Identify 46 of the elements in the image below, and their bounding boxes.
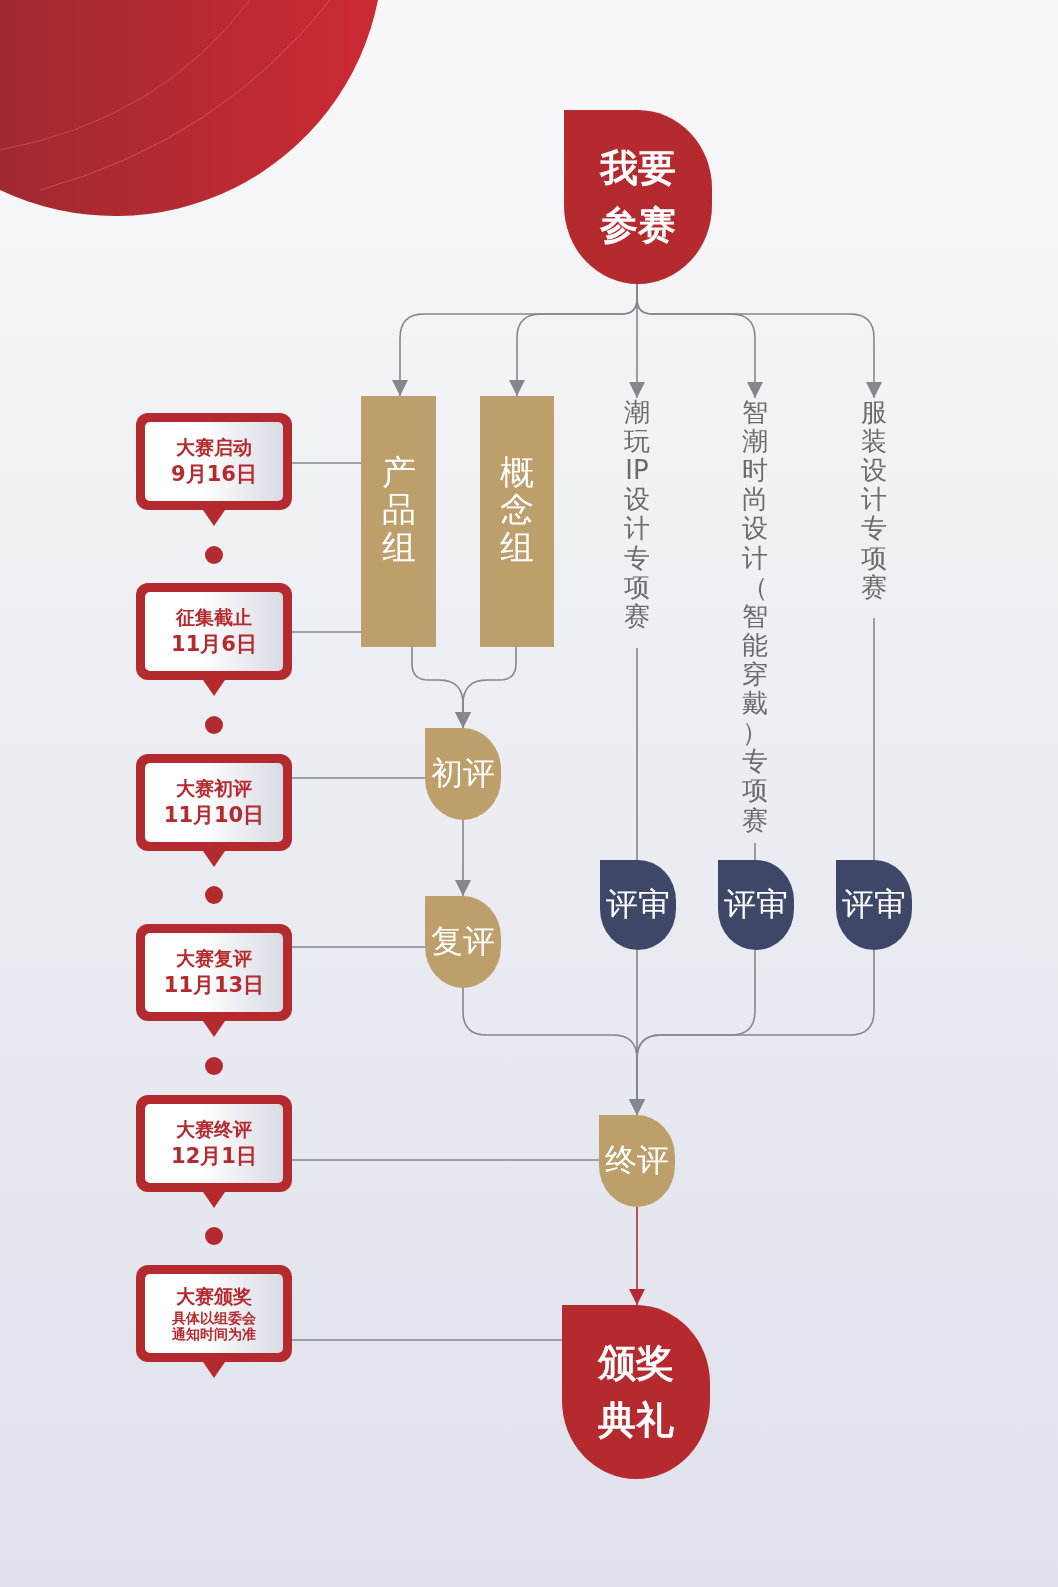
node-label: 评审	[724, 884, 788, 925]
node-label: 评审	[842, 884, 906, 925]
connector-line	[291, 946, 426, 948]
stage-name: 大赛初评	[176, 775, 252, 801]
node-label: 终评	[605, 1140, 669, 1181]
node-label: 颁奖典礼	[596, 1340, 675, 1444]
stage-name: 大赛颁奖	[176, 1283, 252, 1309]
node-label: 产品组	[381, 454, 416, 569]
connector-line	[291, 1159, 600, 1161]
connector-line	[291, 631, 362, 633]
node-label: 评审	[606, 884, 670, 925]
stage-name: 大赛启动	[176, 434, 252, 460]
node-label: 概念组	[500, 454, 534, 569]
stage-date: 12月1日	[171, 1143, 257, 1171]
stage-date: 9月16日	[171, 461, 257, 489]
connector-line	[291, 462, 362, 464]
stage-date: 11月13日	[163, 972, 265, 1000]
stage-name: 征集截止	[176, 604, 252, 630]
connector-line	[636, 647, 638, 861]
stage-name: 大赛终评	[176, 1116, 252, 1142]
arrow	[455, 819, 471, 897]
stage-drop-shape	[425, 728, 501, 820]
connector-line	[754, 842, 756, 861]
review-drop-shape	[600, 860, 676, 950]
node-label: 复评	[431, 921, 495, 962]
connector-line	[291, 1339, 563, 1341]
arrow	[636, 283, 882, 399]
category-label: 潮玩IP设计专项赛	[623, 398, 651, 648]
category-label: 服装设计专项赛	[860, 398, 888, 618]
connector-line	[873, 617, 875, 861]
stage-date: 11月10日	[163, 802, 265, 830]
connector-line	[291, 777, 426, 779]
stage-drop-shape	[599, 1115, 675, 1207]
stage-date: 11月6日	[171, 631, 257, 659]
stage-drop-shape	[425, 896, 501, 988]
review-drop-shape	[718, 860, 794, 950]
arrow	[462, 987, 645, 1116]
arrow	[629, 1206, 645, 1306]
stage-date: 具体以组委会通知时间为准	[171, 1309, 257, 1344]
arrow	[455, 646, 517, 729]
category-label: 智潮时尚设计（智能穿戴）专项赛	[741, 398, 769, 843]
group-bar	[361, 396, 436, 647]
node-label: 初评	[431, 753, 495, 794]
node-label: 我要参赛	[598, 145, 677, 249]
stage-name: 大赛复评	[176, 945, 252, 971]
group-bar	[480, 396, 554, 647]
